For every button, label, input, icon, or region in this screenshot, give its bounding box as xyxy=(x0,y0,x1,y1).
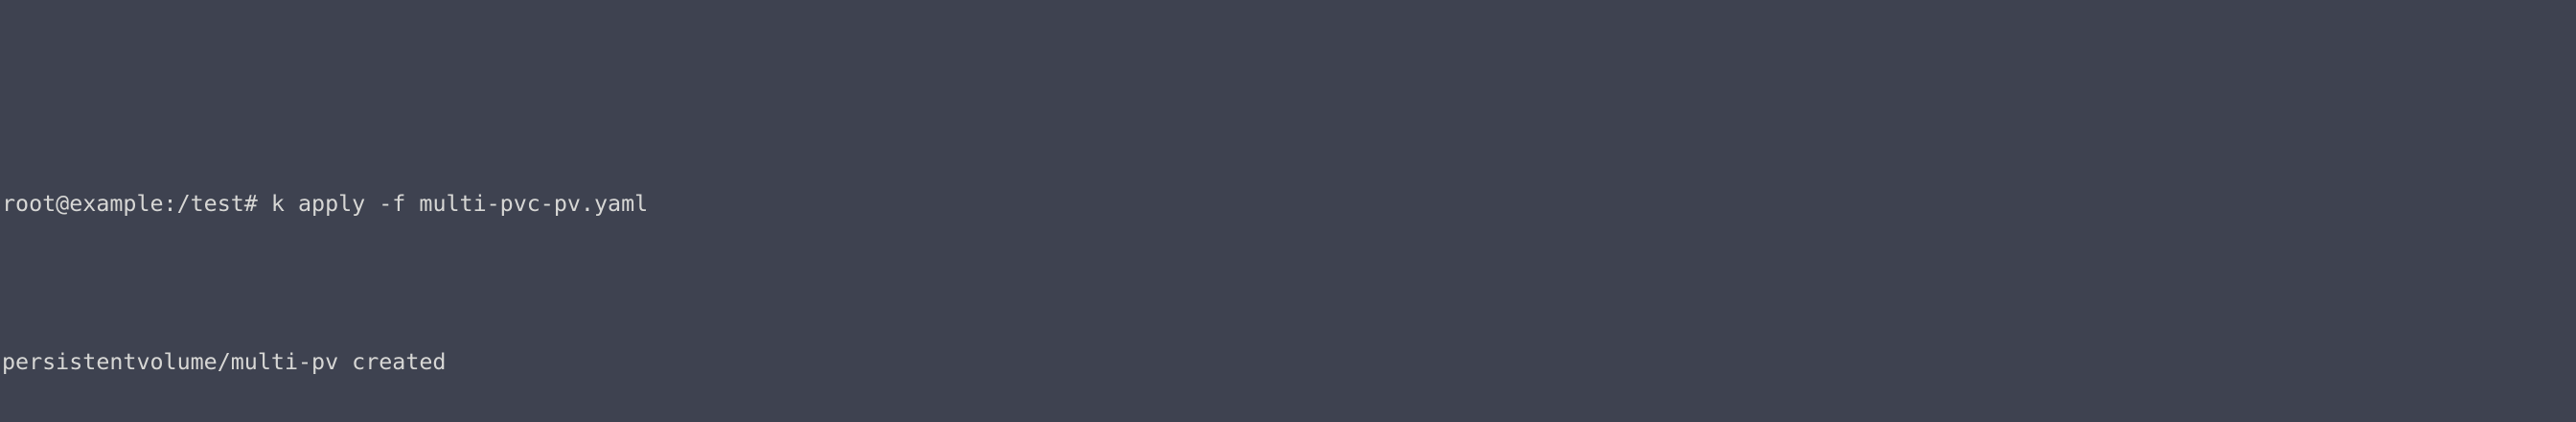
output-line-pv-created: persistentvolume/multi-pv created xyxy=(2,348,447,375)
terminal-scrollback: root@example:/test# k apply -f multi-pvc… xyxy=(2,61,2576,422)
command-apply: k apply -f multi-pvc-pv.yaml xyxy=(270,190,649,217)
shell-prompt: root@example:/test# xyxy=(2,190,271,217)
command-line-apply: root@example:/test# k apply -f multi-pvc… xyxy=(2,188,2576,220)
